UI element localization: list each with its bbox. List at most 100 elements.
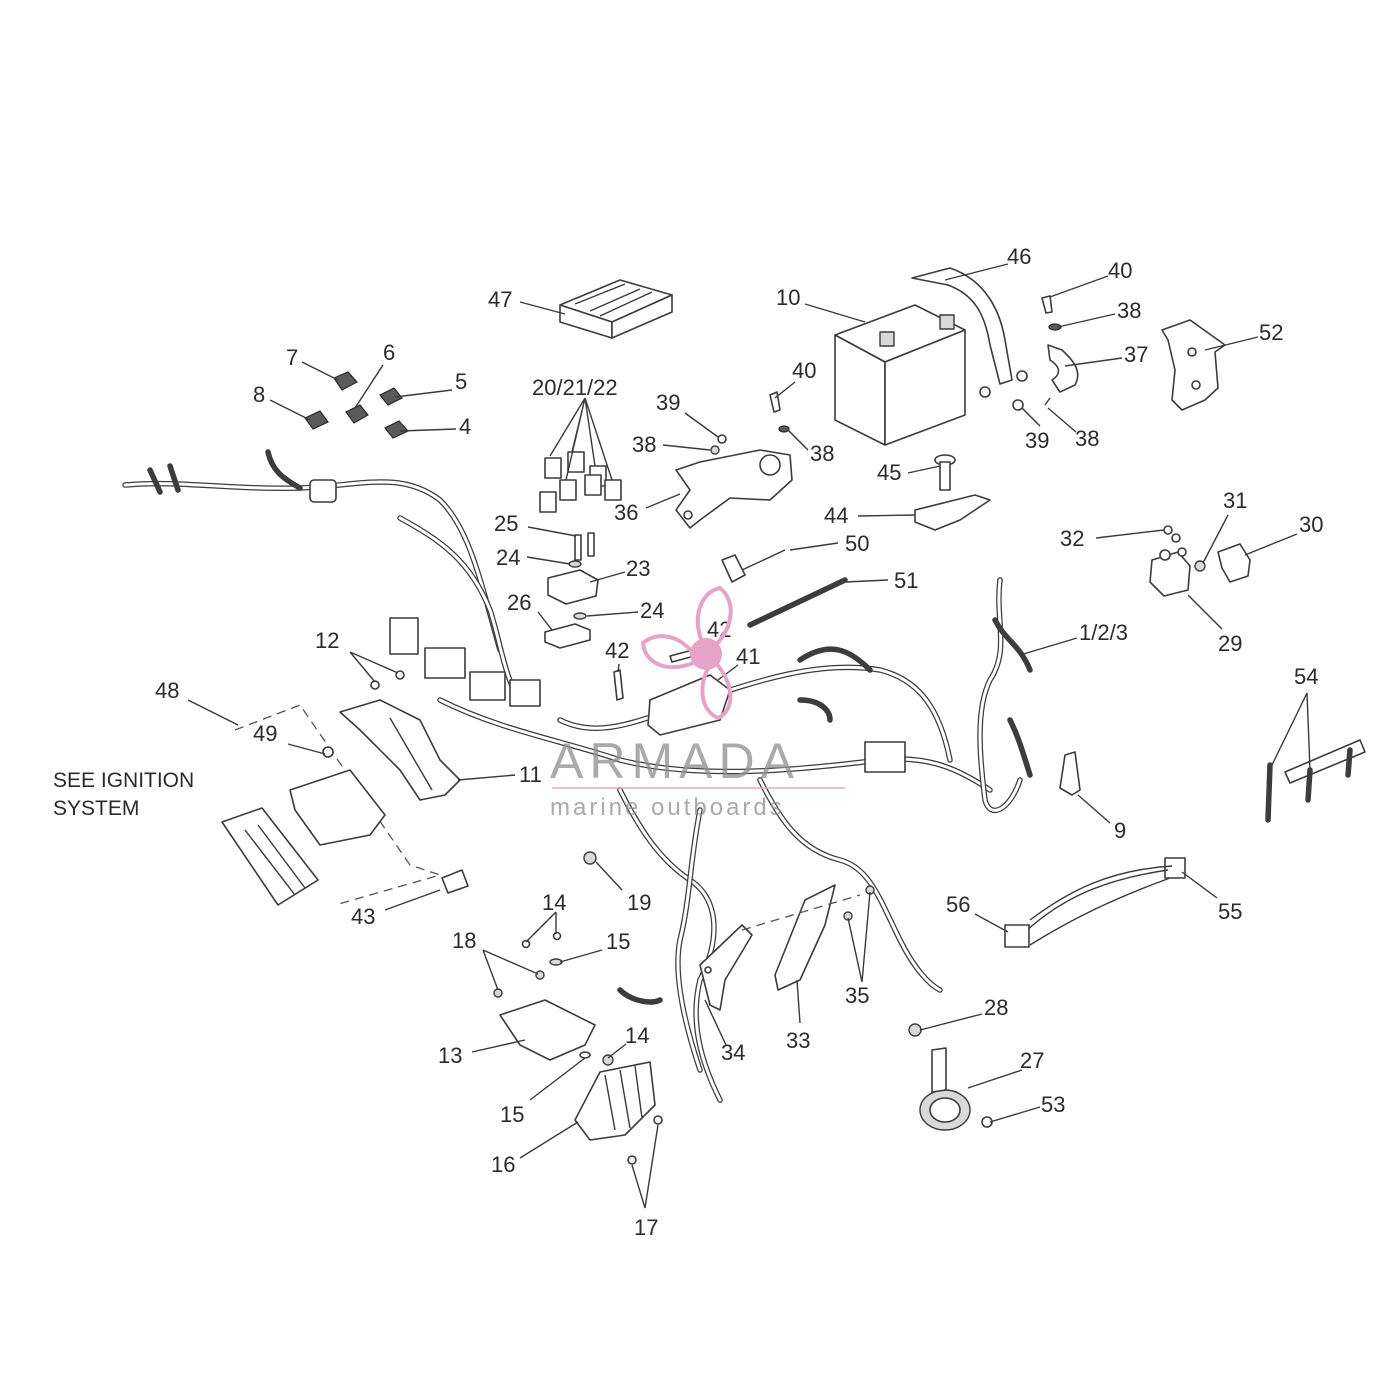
screw-31 [1194, 560, 1206, 572]
callout-11: 11 [519, 762, 542, 787]
cover-33 [774, 884, 836, 991]
callout-4: 4 [459, 414, 471, 439]
relay-cluster-20-21-22 [539, 451, 622, 513]
callout-40-center: 40 [792, 358, 816, 383]
callout-42-left: 42 [605, 638, 629, 663]
callout-52: 52 [1259, 320, 1283, 345]
relay-7 [333, 371, 358, 391]
callout-9: 9 [1114, 818, 1126, 843]
dashed-outline-48 [234, 704, 443, 906]
callout-14-upper: 14 [542, 890, 566, 915]
callout-27: 27 [1020, 1048, 1044, 1073]
nut-14-lower [602, 1054, 614, 1066]
screw-42-left [613, 669, 624, 701]
screw-39-center [717, 434, 727, 444]
callout-31: 31 [1223, 488, 1247, 513]
callout-19: 19 [627, 890, 651, 915]
callout-48: 48 [155, 678, 179, 703]
callout-7: 7 [286, 345, 298, 370]
switch-43 [441, 869, 469, 894]
callout-17: 17 [634, 1215, 658, 1240]
callout-labels: 46 40 47 10 38 52 37 7 6 5 8 4 20/21/22 … [53, 244, 1323, 1240]
washer-15-lower [579, 1051, 591, 1059]
callout-47: 47 [488, 287, 512, 312]
relay-4 [384, 420, 409, 439]
callout-28: 28 [984, 995, 1008, 1020]
callout-14-lower: 14 [625, 1023, 649, 1048]
callout-55: 55 [1218, 899, 1242, 924]
callout-51: 51 [894, 568, 918, 593]
washer-24-lower [573, 612, 587, 620]
callout-33: 33 [786, 1028, 810, 1053]
callout-38-center-right: 38 [810, 441, 834, 466]
callout-46: 46 [1007, 244, 1031, 269]
bracket-34 [699, 924, 753, 1011]
battery-strap-46 [911, 267, 1028, 398]
solenoid-29 [1149, 547, 1191, 597]
clip-26 [544, 623, 591, 649]
relay-5 [379, 387, 403, 406]
callout-20-21-22: 20/21/22 [532, 375, 618, 400]
propeller-logo-icon [640, 585, 733, 721]
relay-8 [304, 410, 329, 430]
callout-35: 35 [845, 983, 869, 1008]
callout-38-right: 38 [1075, 426, 1099, 451]
callout-24-upper: 24 [496, 545, 520, 570]
horn-27 [919, 1047, 971, 1131]
bracket-30 [1217, 543, 1251, 583]
armada-watermark: ARMADA marine outboards [550, 585, 845, 821]
watermark-tagline: marine outboards [550, 794, 785, 821]
alignment-line [741, 894, 861, 931]
nut-38-center [710, 445, 720, 455]
nuts-18 [493, 970, 545, 998]
callout-8: 8 [253, 382, 265, 407]
relay-holder-23 [547, 569, 599, 605]
regulator-41 [647, 674, 731, 736]
bracket-54 [1265, 739, 1366, 823]
callout-24-lower: 24 [640, 598, 664, 623]
bolt-45 [934, 454, 956, 491]
harness-connector [309, 479, 337, 503]
note-see-ignition-line2: SYSTEM [53, 797, 139, 820]
note-see-ignition-line1: SEE IGNITION [53, 769, 194, 792]
callout-43: 43 [351, 904, 375, 929]
callout-34: 34 [721, 1040, 745, 1065]
connectors-top [389, 617, 541, 707]
battery-bolt-40 [1041, 295, 1053, 314]
callout-25: 25 [494, 511, 518, 536]
wiring-harness [122, 449, 1033, 1103]
callout-56: 56 [946, 892, 970, 917]
relay-bracket-36 [675, 449, 793, 529]
callout-30: 30 [1299, 512, 1323, 537]
relay-6 [345, 404, 369, 424]
callout-44: 44 [824, 503, 848, 528]
screws-32 [1163, 525, 1181, 543]
callout-32: 32 [1060, 526, 1084, 551]
lead-55-56 [1004, 857, 1186, 948]
callout-16: 16 [491, 1152, 515, 1177]
regulator-16 [574, 1061, 656, 1141]
bracket-13 [499, 999, 596, 1061]
callout-1-2-3: 1/2/3 [1079, 620, 1128, 645]
battery-10 [834, 304, 966, 446]
cable-tie-51 [747, 577, 848, 628]
callout-40-top: 40 [1108, 258, 1132, 283]
clips-12 [370, 670, 405, 690]
bolt-40-center [769, 391, 781, 413]
clip-9 [1059, 751, 1081, 796]
callout-26: 26 [507, 590, 531, 615]
callout-39-center: 39 [656, 390, 680, 415]
nut-19 [583, 851, 597, 865]
screw-39-right [1012, 399, 1024, 411]
nuts-14-upper [521, 931, 562, 949]
callout-49: 49 [253, 721, 277, 746]
callout-38-center-left: 38 [632, 432, 656, 457]
callout-45: 45 [877, 460, 901, 485]
callout-41: 41 [736, 644, 760, 669]
callout-29: 29 [1218, 631, 1242, 656]
callout-54: 54 [1294, 664, 1318, 689]
washer-24-upper [568, 560, 582, 568]
callout-15-lower: 15 [500, 1102, 524, 1127]
harness-connector-block [864, 741, 906, 773]
